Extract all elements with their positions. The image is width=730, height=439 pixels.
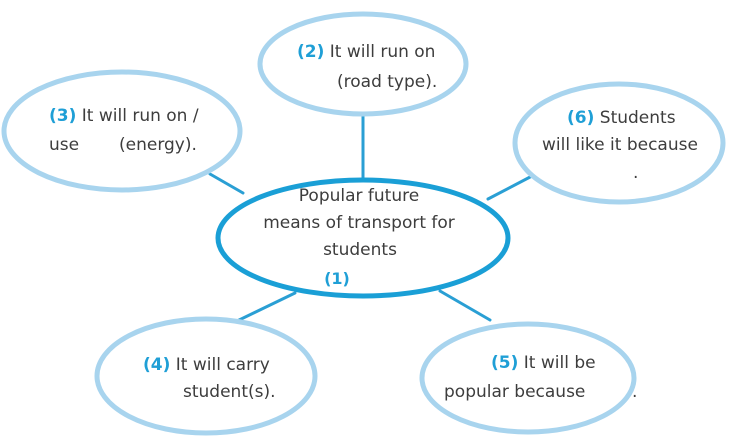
connectors [208, 114, 534, 324]
node-6-text-1: Students [594, 108, 675, 128]
center-ellipse [215, 177, 511, 299]
node-6-line-1: (6) Students [567, 108, 676, 128]
node-3-line-1: (3) It will run on / [49, 106, 199, 126]
node-3-ellipse [1, 69, 243, 193]
node-6-line-2: will like it because [542, 135, 698, 155]
center-line-2: means of transport for [263, 213, 455, 233]
node-6-number: (6) [567, 108, 594, 128]
node-5-number: (5) [491, 353, 518, 373]
node-5-line-2b: . [632, 382, 637, 402]
connector-center-to-5 [438, 289, 492, 322]
node-3-line-2b: (energy). [119, 135, 197, 155]
center-line-1: Popular future [299, 186, 419, 206]
connector-center-to-3 [208, 172, 245, 195]
node-4-line-2: student(s). [183, 382, 276, 402]
node-4-number: (4) [143, 355, 170, 375]
node-2-number: (2) [297, 42, 324, 62]
node-3-number: (3) [49, 106, 76, 126]
node-4-line-1: (4) It will carry [143, 355, 270, 375]
node-2-ellipse [257, 11, 469, 117]
connector-center-to-6 [486, 174, 534, 201]
node-5-text-1: It will be [518, 353, 595, 373]
node-2-line-2: (road type). [337, 72, 437, 92]
center-line-3: students [323, 240, 397, 260]
node-6-line-3: . [633, 163, 638, 183]
node-5-line-1: (5) It will be [491, 353, 596, 373]
center-number: (1) [324, 269, 350, 288]
connector-center-to-4 [233, 291, 297, 324]
node-5-line-2a: popular because [444, 382, 585, 402]
node-3-text-1: It will run on / [76, 106, 198, 126]
node-4-text-1: It will carry [170, 355, 269, 375]
node-4-ellipse [94, 316, 318, 436]
node-6-ellipse [512, 81, 726, 205]
node-3-line-2a: use [49, 135, 79, 155]
node-2-line-1: (2) It will run on [297, 42, 435, 62]
node-5-ellipse [419, 321, 637, 435]
node-2-text-1: It will run on [324, 42, 435, 62]
